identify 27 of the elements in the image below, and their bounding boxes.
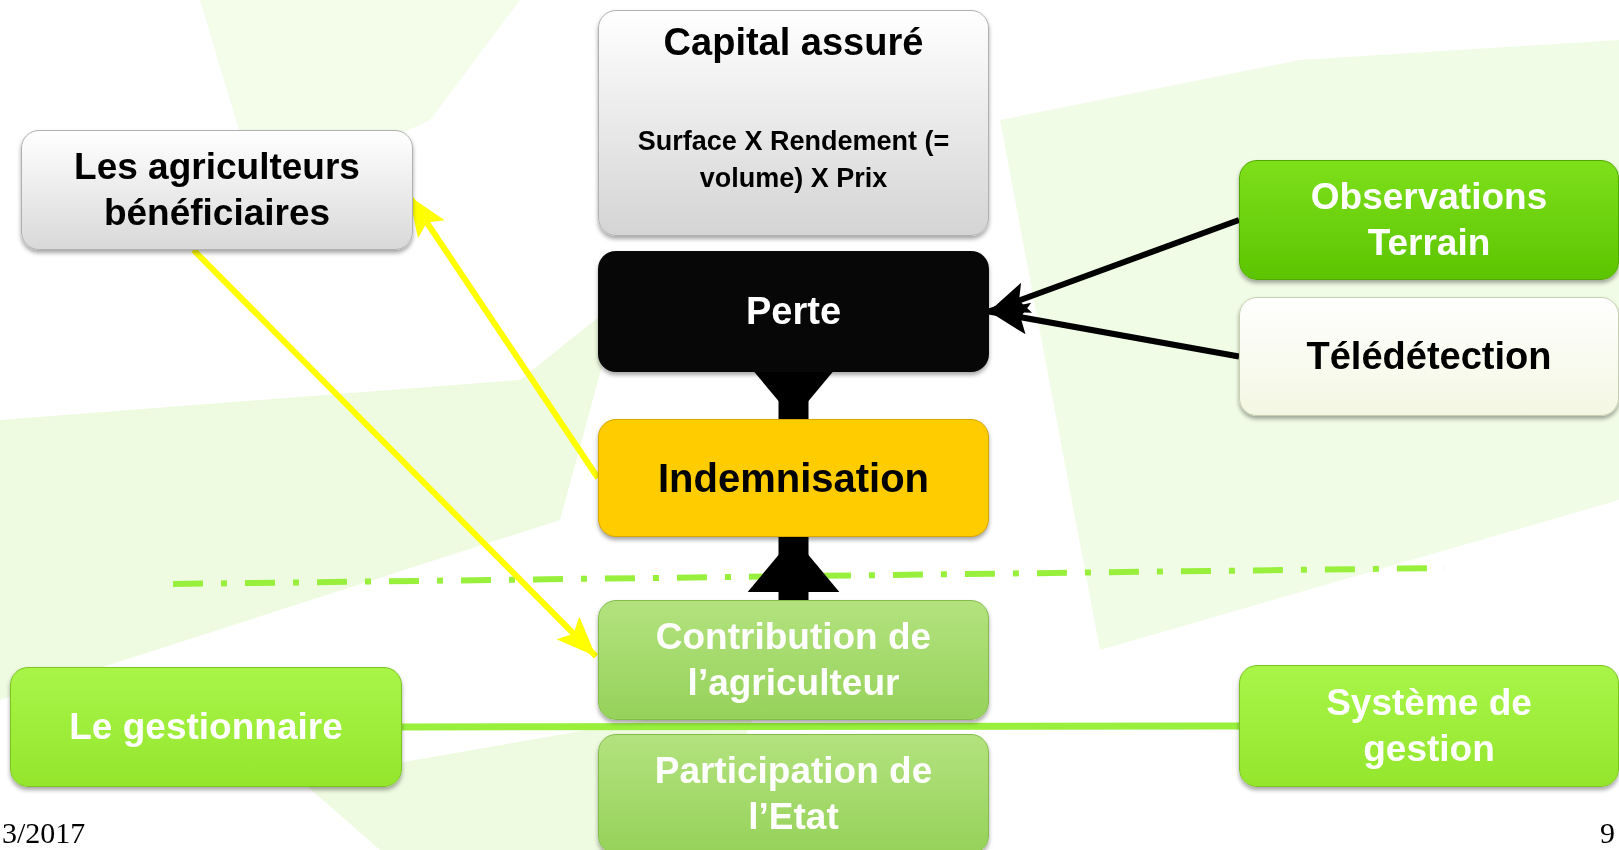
box-text: Surface X Rendement (= volume) X Prix (636, 124, 951, 196)
compensation-box (598, 419, 989, 537)
process-box (1239, 160, 1619, 280)
loss-box (598, 251, 989, 372)
page-number: 9 (1600, 818, 1615, 848)
process-box (598, 600, 989, 720)
date-text: 3/2017 (2, 818, 86, 848)
box-title: Capital assuré (663, 20, 924, 65)
box-title: Système de gestion (1325, 680, 1533, 771)
process-box (10, 667, 402, 787)
box-title: Télédétection (1306, 333, 1552, 379)
process-box (21, 130, 413, 250)
box-title: Indemnisation (657, 455, 930, 502)
connector-line (402, 722, 1239, 731)
box-title: Contribution de l’agriculteur (654, 614, 933, 705)
box-title: Participation de l’Etat (653, 748, 934, 839)
process-box (1239, 665, 1619, 787)
box-title: Perte (745, 288, 842, 334)
box-title: Observations Terrain (1309, 174, 1549, 265)
box-title: Les agriculteurs bénéficiaires (73, 144, 361, 235)
arrow (988, 302, 1240, 360)
process-box (1239, 297, 1619, 416)
box-title: Le gestionnaire (69, 704, 343, 749)
arrow (987, 217, 1241, 315)
process-box (598, 734, 989, 850)
process-box (598, 10, 989, 236)
arrow (747, 537, 840, 600)
